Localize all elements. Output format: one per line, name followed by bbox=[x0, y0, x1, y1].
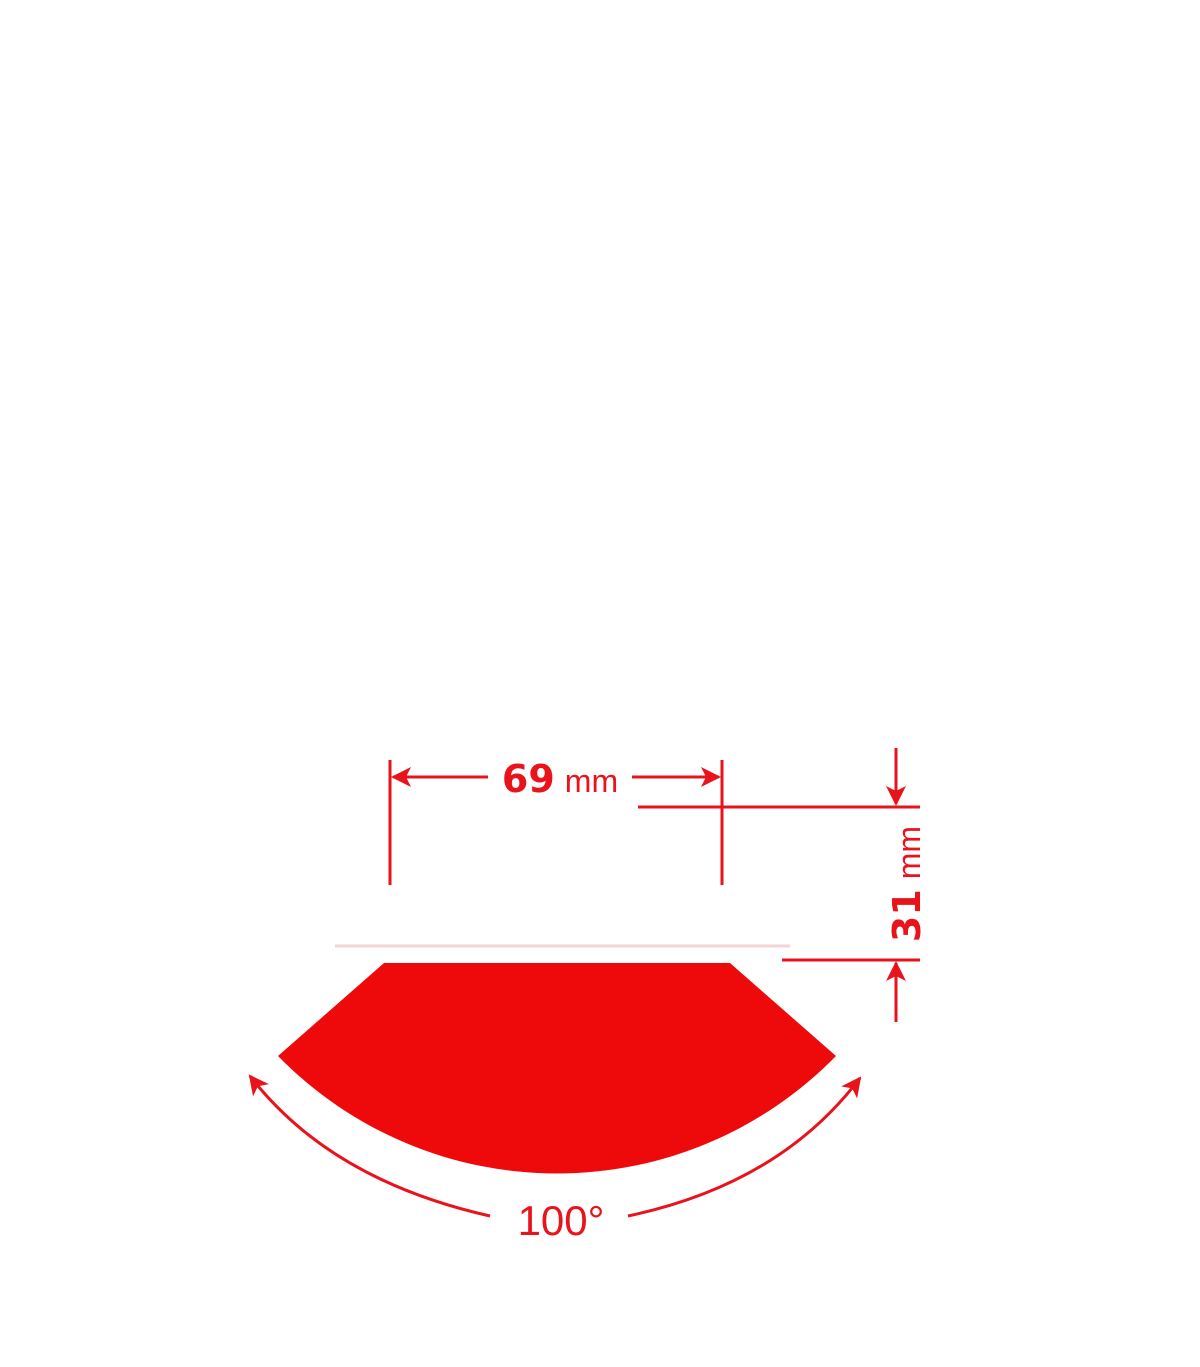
height-label: 31 mm bbox=[885, 826, 929, 942]
angle-label: 100° bbox=[518, 1197, 605, 1244]
width-label: 69 mm bbox=[502, 757, 618, 801]
angle-arc-left bbox=[248, 1074, 491, 1218]
angle-arc-right bbox=[627, 1076, 862, 1218]
segment-shape bbox=[278, 963, 836, 1174]
